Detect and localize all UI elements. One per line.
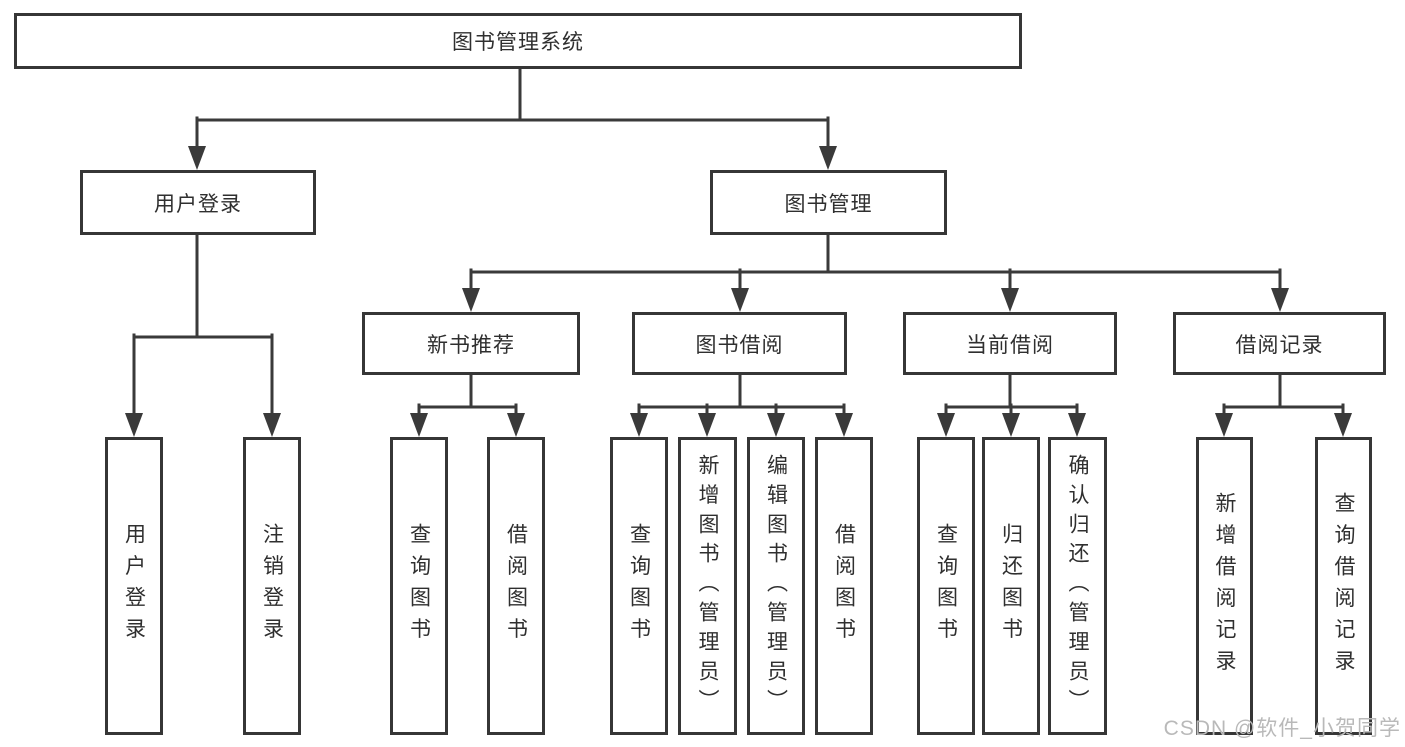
arrowhead (125, 413, 143, 437)
node-borrow-records-label: 借阅记录 (1235, 333, 1324, 357)
arrowhead (462, 288, 480, 312)
leaf-records-query-record-label: 查询借阅记录 (1332, 491, 1355, 681)
leaf-user-login-label: 用户登录 (122, 523, 146, 649)
arrowhead (1068, 413, 1086, 437)
leaf-records-add-record: 新增借阅记录 (1196, 437, 1253, 735)
arrowhead (1001, 288, 1019, 312)
arrowhead (698, 413, 716, 437)
leaf-current-confirm-return-admin-label: 确认归还（管理员） (1066, 453, 1089, 719)
leaf-current-confirm-return-admin: 确认归还（管理员） (1048, 437, 1107, 735)
leaf-borrow-edit-books-admin-label: 编辑图书（管理员） (764, 453, 788, 719)
leaf-records-query-record: 查询借阅记录 (1315, 437, 1372, 735)
leaf-newbooks-query-books-label: 查询图书 (407, 523, 431, 649)
node-user-login-label: 用户登录 (154, 192, 242, 216)
connector-new-books-split (410, 373, 525, 437)
connector-borrow-records-split (1215, 373, 1352, 437)
leaf-borrow-borrow-books-label: 借阅图书 (832, 523, 856, 649)
node-new-books-label: 新书推荐 (427, 333, 515, 357)
arrowhead (835, 413, 853, 437)
leaf-borrow-add-books-admin: 新增图书（管理员） (678, 437, 737, 735)
leaf-borrow-edit-books-admin: 编辑图书（管理员） (747, 437, 805, 735)
leaf-borrow-borrow-books: 借阅图书 (815, 437, 873, 735)
arrowhead (1002, 413, 1020, 437)
arrowhead (819, 146, 837, 170)
leaf-current-return-books: 归还图书 (982, 437, 1040, 735)
connector-current-borrow-split (937, 373, 1086, 437)
arrowhead (1271, 288, 1289, 312)
leaf-current-return-books-label: 归还图书 (999, 523, 1023, 649)
node-root-label: 图书管理系统 (452, 31, 584, 54)
leaf-current-query-books: 查询图书 (917, 437, 975, 735)
connector-book-borrow-split (630, 373, 853, 437)
leaf-current-query-books-label: 查询图书 (934, 523, 958, 649)
arrowhead (731, 288, 749, 312)
leaf-borrow-add-books-admin-label: 新增图书（管理员） (696, 453, 719, 719)
node-current-borrow-label: 当前借阅 (966, 333, 1054, 357)
leaf-borrow-query-books: 查询图书 (610, 437, 668, 735)
connector-book-management-split (462, 233, 1289, 312)
arrowhead (1334, 413, 1352, 437)
node-book-management: 图书管理 (710, 170, 947, 235)
arrowhead (263, 413, 281, 437)
arrowhead (188, 146, 206, 170)
node-user-login: 用户登录 (80, 170, 316, 235)
connector-root-to-level2 (188, 67, 837, 170)
arrowhead (630, 413, 648, 437)
leaf-logout-label: 注销登录 (260, 523, 284, 649)
leaf-borrow-query-books-label: 查询图书 (627, 523, 651, 649)
arrowhead (507, 413, 525, 437)
leaf-logout: 注销登录 (243, 437, 301, 735)
node-borrow-records: 借阅记录 (1173, 312, 1386, 375)
node-book-borrow-label: 图书借阅 (695, 333, 784, 357)
arrowhead (1215, 413, 1233, 437)
node-book-borrow: 图书借阅 (632, 312, 847, 375)
leaf-user-login: 用户登录 (105, 437, 163, 735)
node-root: 图书管理系统 (14, 13, 1022, 69)
leaf-newbooks-query-books: 查询图书 (390, 437, 448, 735)
leaf-newbooks-borrow-books-label: 借阅图书 (504, 523, 528, 649)
node-current-borrow: 当前借阅 (903, 312, 1117, 375)
csdn-watermark: CSDN @软件_小贺同学 (1163, 717, 1401, 740)
arrowhead (937, 413, 955, 437)
connector-user-login-split (125, 233, 281, 437)
leaf-newbooks-borrow-books: 借阅图书 (487, 437, 545, 735)
arrowhead (767, 413, 785, 437)
node-book-management-label: 图书管理 (784, 192, 873, 216)
leaf-records-add-record-label: 新增借阅记录 (1213, 491, 1236, 681)
arrowhead (410, 413, 428, 437)
node-new-books: 新书推荐 (362, 312, 580, 375)
